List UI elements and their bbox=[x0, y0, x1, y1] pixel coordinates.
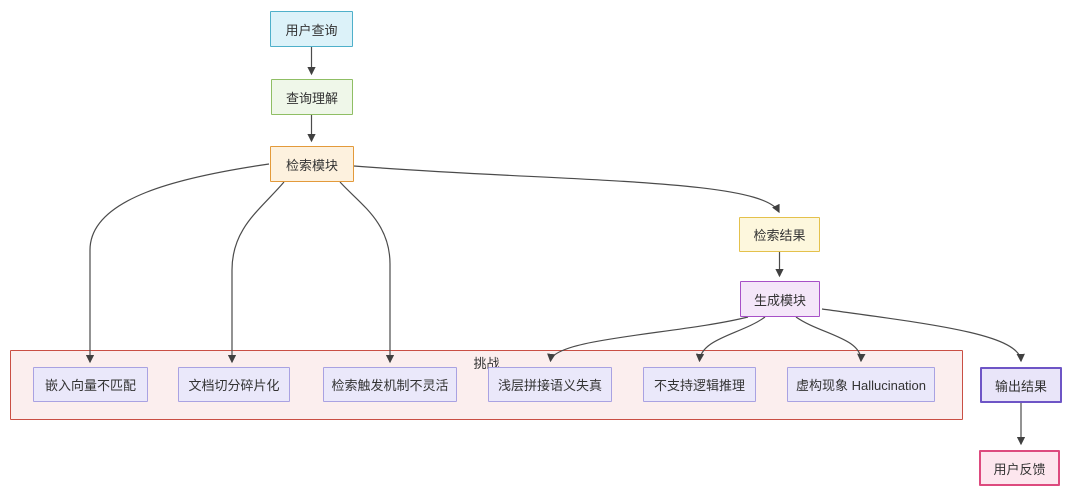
edge-retrieval-module-to-embedding-mismatch bbox=[85, 163, 270, 364]
node-retrieval-results: 检索结果 bbox=[739, 217, 820, 252]
node-output-results-label: 输出结果 bbox=[994, 378, 1047, 394]
node-generation-module-label: 生成模块 bbox=[753, 292, 806, 308]
node-query-understanding: 查询理解 bbox=[271, 79, 353, 115]
node-generation-module: 生成模块 bbox=[740, 281, 820, 317]
node-hallucination: 虚构现象 Hallucination bbox=[787, 367, 935, 402]
edge-retrieval-module-to-doc-fragmentation bbox=[227, 181, 285, 364]
node-trigger-inflexible: 检索触发机制不灵活 bbox=[323, 367, 457, 402]
node-retrieval-module: 检索模块 bbox=[270, 146, 354, 182]
node-shallow-concat: 浅层拼接语义失真 bbox=[488, 367, 612, 402]
node-hallucination-label: 虚构现象 Hallucination bbox=[795, 378, 927, 393]
node-no-logic-label: 不支持逻辑推理 bbox=[653, 378, 745, 393]
node-embedding-mismatch-label: 嵌入向量不匹配 bbox=[44, 378, 136, 393]
node-doc-fragmentation: 文档切分碎片化 bbox=[178, 367, 290, 402]
node-user-feedback: 用户反馈 bbox=[979, 450, 1060, 486]
node-doc-fragmentation-label: 文档切分碎片化 bbox=[188, 378, 280, 393]
node-trigger-inflexible-label: 检索触发机制不灵活 bbox=[331, 378, 449, 393]
node-user-feedback-label: 用户反馈 bbox=[993, 461, 1046, 477]
node-query-understanding-label: 查询理解 bbox=[285, 90, 338, 106]
node-shallow-concat-label: 浅层拼接语义失真 bbox=[497, 378, 602, 393]
node-embedding-mismatch: 嵌入向量不匹配 bbox=[33, 367, 148, 402]
node-user-query-label: 用户查询 bbox=[285, 22, 338, 38]
edge-retrieval-module-to-trigger-inflexible bbox=[339, 181, 395, 364]
node-user-query: 用户查询 bbox=[270, 11, 353, 47]
node-retrieval-module-label: 检索模块 bbox=[285, 157, 338, 173]
node-retrieval-results-label: 检索结果 bbox=[753, 228, 806, 243]
node-no-logic: 不支持逻辑推理 bbox=[643, 367, 756, 402]
node-output-results: 输出结果 bbox=[980, 367, 1062, 403]
edge-retrieval-module-to-retrieval-results bbox=[353, 165, 780, 214]
